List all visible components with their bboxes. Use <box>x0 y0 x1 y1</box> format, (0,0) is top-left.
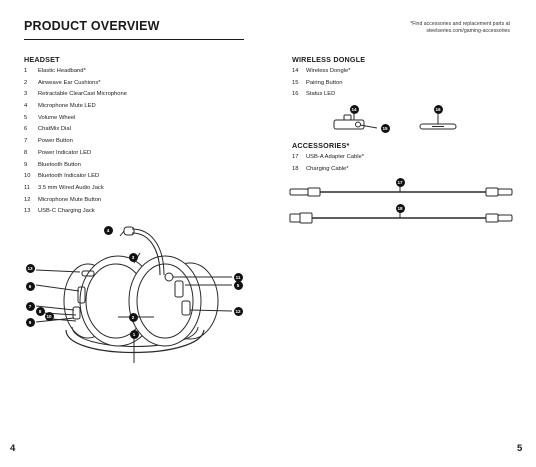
callout-11: 11 <box>233 272 243 282</box>
title-divider <box>24 39 244 40</box>
headset-heading: HEADSET <box>24 55 60 64</box>
callout-14: 14 <box>349 104 359 114</box>
callout-5: 5 <box>233 280 243 290</box>
cables-illustration <box>289 182 513 224</box>
headset-illustration <box>35 226 233 363</box>
callout-1: 1 <box>129 329 139 339</box>
callout-18: 18 <box>395 203 405 213</box>
callout-13: 13 <box>25 263 35 273</box>
page-number-left: 4 <box>10 443 16 454</box>
callout-12: 12 <box>233 306 243 316</box>
callout-6: 6 <box>25 281 35 291</box>
callout-4: 4 <box>103 225 113 235</box>
page-number-right: 5 <box>517 443 523 454</box>
callout-9: 9 <box>25 317 35 327</box>
accessories-heading: ACCESSORIES* <box>292 141 350 150</box>
callout-10: 10 <box>44 311 54 321</box>
note-line-1: *Find accessories and replacement parts … <box>410 21 510 27</box>
callout-15: 15 <box>380 123 390 133</box>
note-line-2: steelseries.com/gaming-accessories <box>426 28 510 34</box>
callout-8: 8 <box>35 306 45 316</box>
dongle-heading: WIRELESS DONGLE <box>292 55 366 64</box>
dongle-illustration <box>333 114 457 130</box>
callout-3: 3 <box>128 252 138 262</box>
page-title: PRODUCT OVERVIEW <box>24 19 160 33</box>
callout-7: 7 <box>25 301 35 311</box>
accessories-note: *Find accessories and replacement parts … <box>330 21 510 35</box>
callout-2: 2 <box>128 312 138 322</box>
callout-16: 16 <box>433 104 443 114</box>
callout-17: 17 <box>395 177 405 187</box>
